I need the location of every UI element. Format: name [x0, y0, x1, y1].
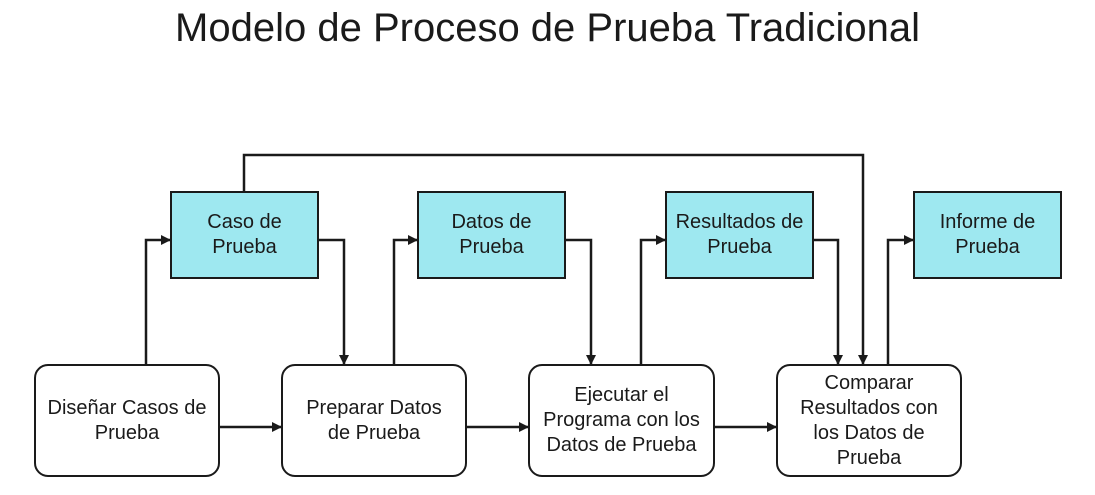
arrow-caso-to-comparar: [242, 153, 868, 365]
process-disenar-casos: Diseñar Casos de Prueba: [34, 364, 220, 477]
artifact-caso-de-prueba: Caso de Prueba: [170, 191, 319, 279]
arrow-caso-to-preparar: [318, 238, 349, 365]
process-ejecutar-programa: Ejecutar el Programa con los Datos de Pr…: [528, 364, 715, 477]
arrow-ejecutar-to-resultados: [639, 235, 666, 364]
process-preparar-datos: Preparar Datos de Prueba: [281, 364, 467, 477]
process-comparar-resultados: Comparar Resultados con los Datos de Pru…: [776, 364, 962, 477]
arrow-datos-to-ejecutar: [566, 238, 596, 365]
artifact-resultados-de-prueba: Resultados de Prueba: [665, 191, 814, 279]
arrow-comparar-to-informe: [886, 235, 914, 364]
arrow-resultados-to-comparar: [814, 238, 843, 365]
arrow-disenar-to-caso: [144, 235, 171, 364]
artifact-informe-de-prueba: Informe de Prueba: [913, 191, 1062, 279]
artifact-datos-de-prueba: Datos de Prueba: [417, 191, 566, 279]
arrow-preparar-to-datos: [392, 235, 418, 364]
diagram-title: Modelo de Proceso de Prueba Tradicional: [175, 6, 920, 50]
